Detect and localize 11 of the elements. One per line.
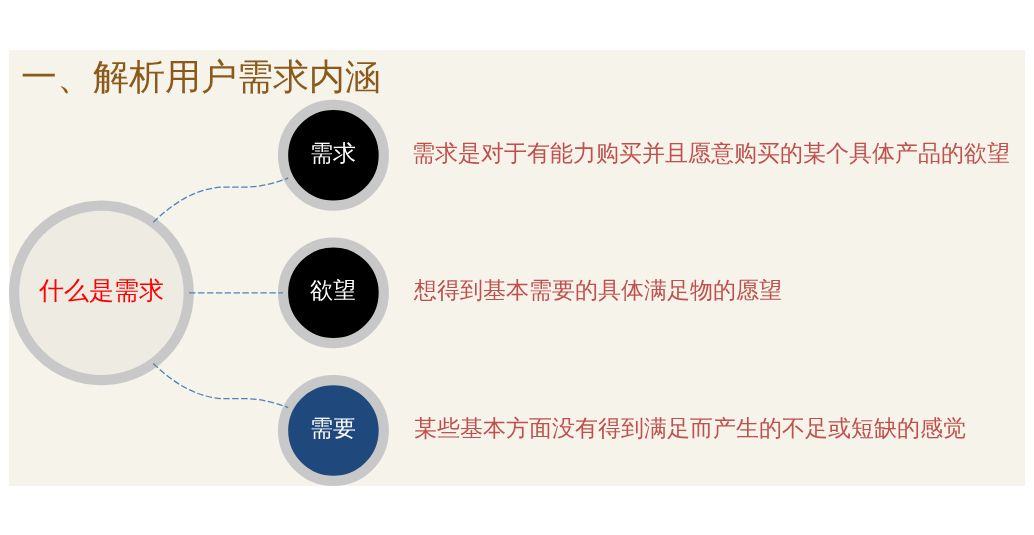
connector [188, 291, 284, 293]
node-circle: 需求 [277, 99, 389, 211]
node-label: 想得到基本需要的具体满足物的愿望 [413, 276, 782, 303]
connector [152, 362, 289, 408]
node-circle: 欲望 [277, 236, 389, 348]
connector [152, 177, 289, 223]
diagram-title: 一、解析用户需求内涵 [21, 55, 382, 97]
node-label: 某些基本方面没有得到满足而产生的不足或短缺的感觉 [413, 414, 966, 441]
node-circle: 什么是需求 [8, 199, 194, 385]
node-label: 需求是对于有能力购买并且愿意购买的某个具体产品的欲望 [411, 139, 1010, 166]
node-circle: 需要 [277, 374, 389, 486]
